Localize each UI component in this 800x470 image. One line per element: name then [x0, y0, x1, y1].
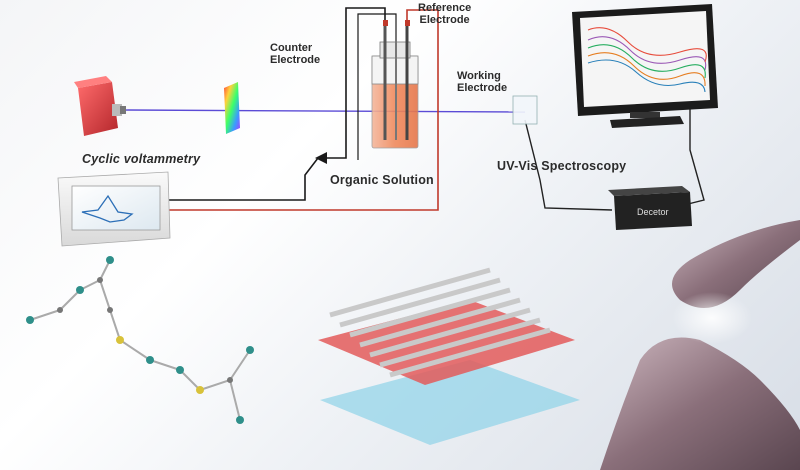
cuvette-icon	[512, 95, 538, 125]
detector-icon	[608, 186, 692, 230]
prism-icon	[224, 82, 240, 134]
electrochemical-cell-icon	[371, 20, 419, 149]
wires	[168, 7, 705, 211]
crossbar-device-icon	[318, 267, 580, 445]
uv-vis-label: UV-Vis Spectroscopy	[497, 159, 627, 173]
monitor-icon	[572, 4, 718, 128]
working-electrode-label: Working Electrode	[457, 70, 508, 94]
cv-instrument-icon	[57, 171, 171, 247]
cyclic-voltammetry-label: Cyclic voltammetry	[82, 152, 201, 166]
organic-solution-label: Organic Solution	[330, 173, 434, 187]
molecule-icon	[26, 256, 254, 424]
light-source-icon	[74, 76, 126, 136]
reference-electrode-label: Reference Electrode	[418, 2, 472, 26]
synapse-icon	[600, 220, 800, 470]
counter-electrode-label: Counter Electrode	[270, 42, 321, 66]
light-beam	[124, 109, 526, 113]
detector-label: Decetor	[637, 207, 669, 217]
